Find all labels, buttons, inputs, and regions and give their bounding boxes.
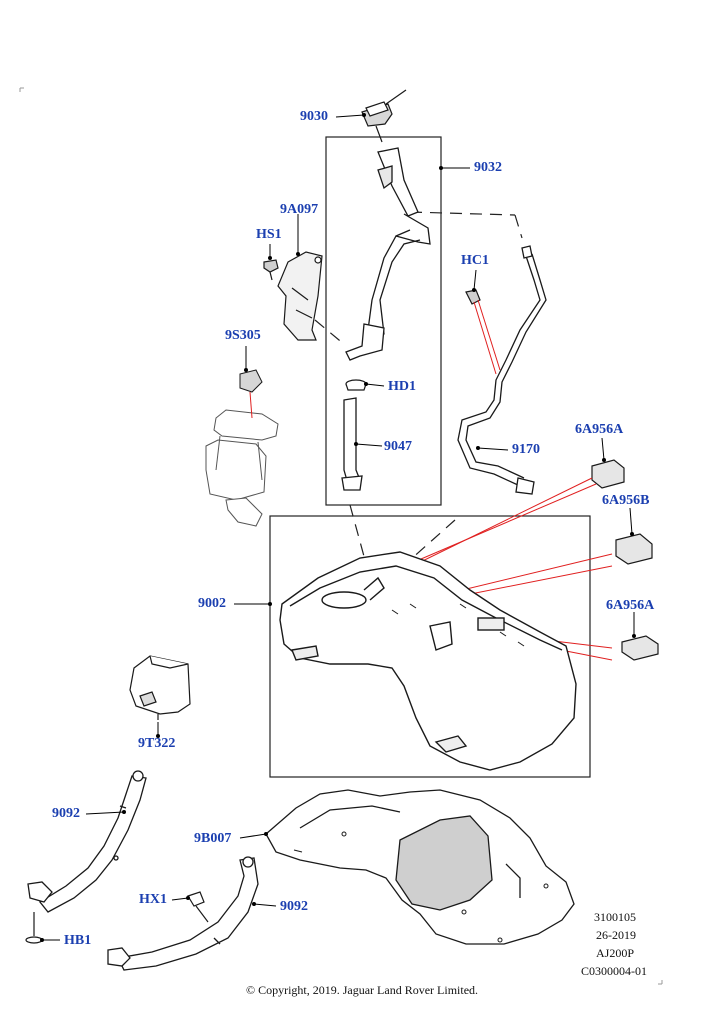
callout-9b007[interactable]: 9B007	[194, 831, 232, 846]
crop-marks	[19, 87, 663, 985]
callout-hd1[interactable]: HD1	[388, 379, 416, 394]
hs1-bolt-part	[263, 259, 279, 281]
callout-9092-right[interactable]: 9092	[280, 899, 308, 914]
callout-hx1[interactable]: HX1	[139, 892, 167, 907]
filler-neck-part	[345, 147, 431, 361]
hc1-clip-part	[465, 289, 481, 305]
callout-9002[interactable]: 9002	[198, 596, 226, 611]
callout-6a956b[interactable]: 6A956B	[602, 493, 650, 508]
assembly-dashed-lines	[314, 211, 523, 561]
copyright-notice: © Copyright, 2019. Jaguar Land Rover Lim…	[245, 983, 479, 997]
callout-9047[interactable]: 9047	[384, 439, 412, 454]
tank-strap-left-part	[27, 770, 147, 913]
pump-highlight-line	[249, 391, 253, 419]
callout-9s305[interactable]: 9S305	[225, 328, 261, 343]
callout-9t322[interactable]: 9T322	[138, 736, 176, 751]
fuel-tank-part	[279, 551, 577, 771]
fuel-hose-part	[341, 397, 363, 491]
insulator-pad-parts	[591, 459, 659, 661]
callout-6a956a-top[interactable]: 6A956A	[575, 422, 624, 437]
vent-hose-part	[457, 245, 547, 495]
hb1-bolt-part	[25, 912, 43, 944]
reference-line-4: C0300004-01	[581, 964, 647, 978]
callout-6a956a-bottom[interactable]: 6A956A	[606, 598, 655, 613]
hc1-highlight-lines	[473, 299, 501, 375]
callout-9170[interactable]: 9170	[512, 442, 540, 457]
callout-9030[interactable]: 9030	[300, 109, 328, 124]
callout-hc1[interactable]: HC1	[461, 253, 489, 268]
reference-line-1: 3100105	[594, 910, 636, 924]
fuel-pump-part	[205, 369, 279, 527]
hd1-clip-part	[345, 379, 367, 391]
callout-hb1[interactable]: HB1	[64, 933, 92, 948]
callout-9032[interactable]: 9032	[474, 160, 502, 175]
heat-shield-9b007-part	[265, 789, 575, 945]
fuel-cap-part	[361, 89, 407, 143]
heat-shield-bracket-part	[277, 251, 323, 341]
callout-hs1[interactable]: HS1	[256, 227, 282, 242]
filler-group-box	[325, 136, 442, 506]
reference-line-3: AJ200P	[596, 946, 635, 960]
module-9t322-part	[129, 655, 191, 720]
callout-9a097[interactable]: 9A097	[280, 202, 319, 217]
leader-dots	[40, 113, 636, 942]
leader-lines	[42, 114, 635, 941]
tank-group-box	[269, 515, 591, 778]
tank-strap-right-part	[107, 856, 259, 971]
hx1-clip-part	[187, 891, 209, 923]
reference-line-2: 26-2019	[596, 928, 636, 942]
callout-9092-left[interactable]: 9092	[52, 806, 80, 821]
